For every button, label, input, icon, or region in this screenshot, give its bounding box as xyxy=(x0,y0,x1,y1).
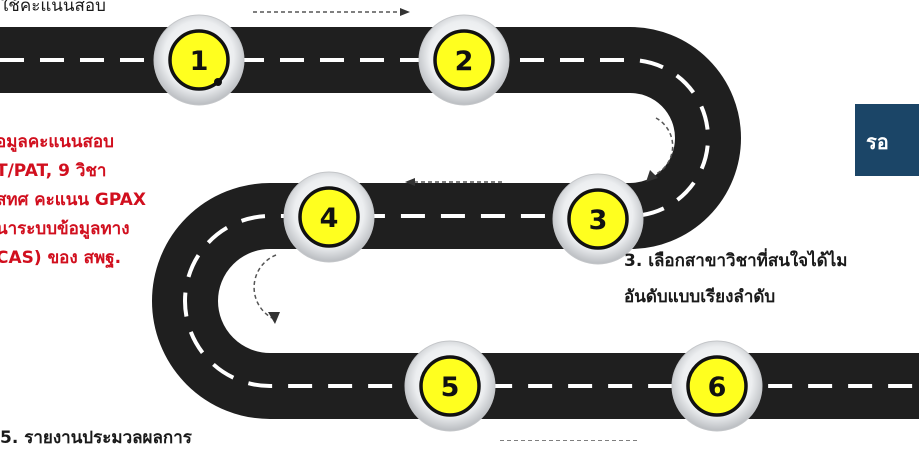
milestone-2-number: 2 xyxy=(455,46,474,77)
step-1-line-3: สทศ คะแนน GPAX xyxy=(0,190,147,210)
road-center-dashes xyxy=(0,58,919,388)
milestone-3: 3 xyxy=(552,173,644,265)
step-5-label: 5. รายงานประมวลผลการ xyxy=(0,428,192,448)
milestone-1: 1 xyxy=(153,14,245,106)
side-panel-box: รอ xyxy=(855,104,919,176)
top-step-label: ใช้คะแนนสอบ xyxy=(0,0,106,16)
arrow-top-right-icon xyxy=(253,8,410,16)
milestone-1-number: 1 xyxy=(190,46,209,77)
arrow-curve-left-icon xyxy=(253,254,280,324)
milestone-4: 4 xyxy=(283,171,375,263)
step-1-line-2: T/PAT, 9 วิชา xyxy=(0,161,107,181)
step-1-description: ้อมูลคะแนนสอบ T/PAT, 9 วิชา สทศ คะแนน GP… xyxy=(0,128,146,273)
step-1-line-5: CAS) ของ สพฐ. xyxy=(0,248,122,268)
milestone-5: 5 xyxy=(404,340,496,432)
milestone-3-number: 3 xyxy=(589,205,608,236)
milestone-2: 2 xyxy=(418,14,510,106)
milestone-5-number: 5 xyxy=(441,372,460,403)
milestone-6: 6 xyxy=(671,340,763,432)
side-panel-label: รอ xyxy=(866,130,889,154)
step-1-line-1: ้อมูลคะแนนสอบ xyxy=(0,132,114,152)
arrow-curve-right-icon xyxy=(646,117,674,182)
milestone-4-number: 4 xyxy=(320,203,339,234)
roadmap-diagram: 1 2 3 4 5 6 xyxy=(0,8,919,441)
milestone-6-number: 6 xyxy=(708,372,727,403)
arrow-mid-left-icon xyxy=(405,178,502,186)
step-3-description-line-1: 3. เลือกสาขาวิชาที่สนใจได้ไม xyxy=(624,251,848,271)
step-1-line-4: นาระบบข้อมูลทาง xyxy=(0,219,130,239)
step-3-description-line-2: อันดับแบบเรียงลำดับ xyxy=(624,287,776,307)
